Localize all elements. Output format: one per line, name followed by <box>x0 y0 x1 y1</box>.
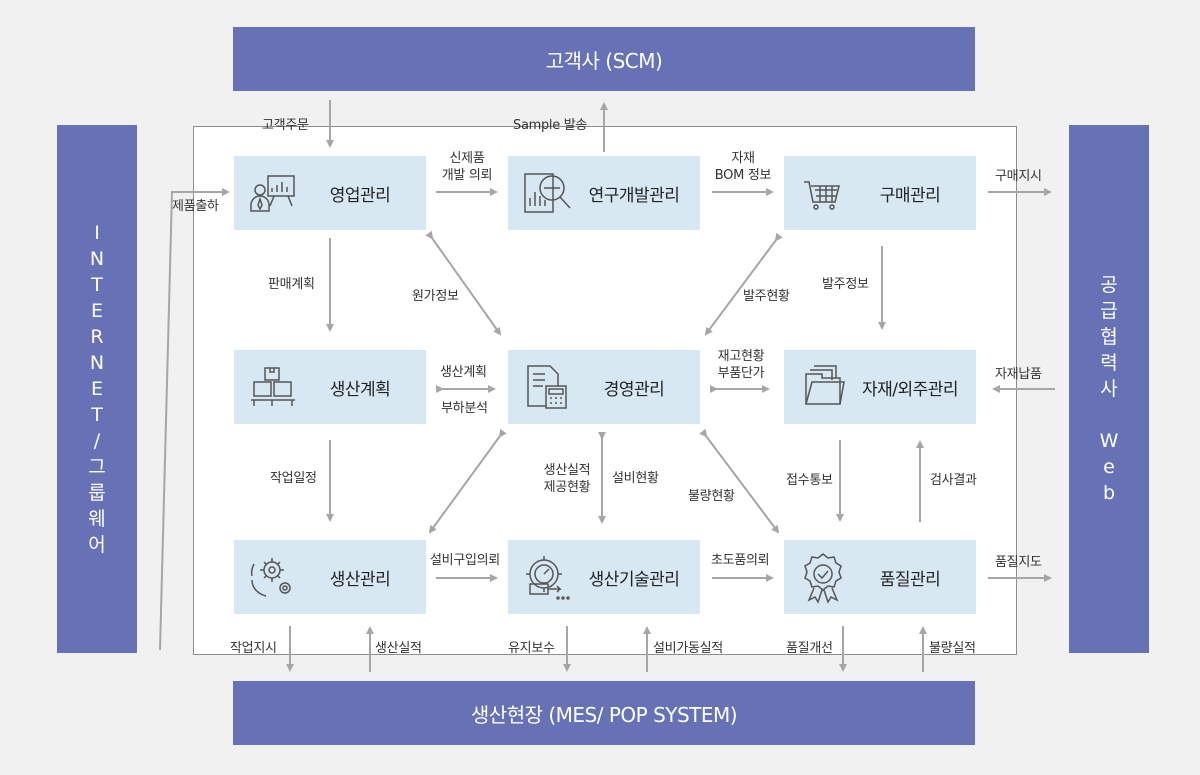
label-equipment-operation: 설비가동실적 <box>653 641 723 656</box>
supplier-web-char: b <box>1102 482 1116 504</box>
internet-groupware-char: T <box>91 274 103 296</box>
label-stock-status: 재고현황 <box>717 349 765 364</box>
label-receipt-notice: 접수통보 <box>786 473 833 488</box>
business-management-label: 경영관리 <box>603 379 665 400</box>
supplier-web-char: W <box>1099 430 1119 452</box>
internet-groupware-char: E <box>90 378 103 400</box>
label-bom-info: BOM 정보 <box>714 168 772 183</box>
label-stock-price: 재고현황 부품단가 <box>712 348 770 382</box>
label-result-wip: 생산실적 제공현황 <box>538 462 596 496</box>
production-plan-label: 생산계획 <box>329 379 391 400</box>
material-outsourcing-label: 자재/외주관리 <box>861 379 959 400</box>
rnd-management-box: 연구개발관리 <box>508 156 700 230</box>
arrow-defect-status <box>699 428 780 534</box>
label-load-analysis: 부하분석 <box>441 401 488 416</box>
label-unit-price: 부품단가 <box>717 366 765 381</box>
internet-groupware-char: I <box>94 222 100 244</box>
purchase-management-label: 구매관리 <box>879 185 941 206</box>
internet-groupware-char: E <box>90 300 103 322</box>
internet-groupware-char: T <box>91 404 103 426</box>
customer-scm-bar: 고객사 (SCM) <box>233 27 975 91</box>
supplier-web-char: 력 <box>1100 352 1118 374</box>
label-purchase-order: 구매지시 <box>995 169 1042 184</box>
label-quality-improve: 품질개선 <box>786 641 833 656</box>
label-sales-plan: 판매계획 <box>268 277 315 292</box>
award-badge-icon <box>804 553 842 604</box>
label-wip-status: 제공현황 <box>543 480 591 495</box>
internet-groupware-char: N <box>89 248 105 270</box>
supplier-web-char: 협 <box>1100 326 1118 348</box>
label-inspection-result: 검사결과 <box>930 473 977 488</box>
boxes-icon <box>251 367 295 406</box>
rnd-management-label: 연구개발관리 <box>588 185 680 206</box>
label-dev-request: 개발 의뢰 <box>441 168 493 183</box>
label-product-ship: 제품출하 <box>172 199 219 214</box>
label-production-result: 생산실적 <box>543 463 591 478</box>
arrow-order-status <box>704 232 783 336</box>
label-new-product-request: 신제품 개발 의뢰 <box>438 150 496 184</box>
label-production-result-bottom: 생산실적 <box>375 641 422 656</box>
arrow-mgmt-production <box>428 428 507 534</box>
label-material-bom: 자재 BOM 정보 <box>708 150 778 184</box>
internet-groupware-char: R <box>90 326 104 348</box>
gears-hand-icon <box>250 558 291 597</box>
label-order-info: 발주정보 <box>822 277 869 292</box>
label-work-schedule: 작업일정 <box>270 471 317 486</box>
label-customer-order: 고객주문 <box>262 118 309 133</box>
production-site-label: 생산현장 (MES/ POP SYSTEM) <box>470 702 738 727</box>
production-tech-box: 생산기술관리 <box>508 540 700 614</box>
label-defect-status: 불량현황 <box>688 489 735 504</box>
label-material: 자재 <box>731 151 755 166</box>
sales-management-box: 영업관리 <box>234 156 426 230</box>
magnifier-chart-icon <box>524 173 571 213</box>
label-order-status: 발주현황 <box>743 289 790 304</box>
internet-groupware-char: 룹 <box>88 482 106 504</box>
label-work-order: 작업지시 <box>230 641 277 656</box>
internet-groupware-char: N <box>89 352 105 374</box>
label-maintenance: 유지보수 <box>508 641 555 656</box>
label-quality-guidance: 품질지도 <box>995 555 1042 570</box>
supplier-web-char: 급 <box>1100 300 1118 322</box>
document-calculator-icon <box>527 365 567 409</box>
production-tech-label: 생산기술관리 <box>588 569 680 590</box>
label-equipment-status: 설비현황 <box>612 471 659 486</box>
gear-gauge-icon <box>526 556 570 600</box>
supplier-web-char: e <box>1103 456 1115 478</box>
label-cost-info: 원가정보 <box>412 289 459 304</box>
internet-groupware-char: / <box>93 430 101 452</box>
purchase-management-box: 구매관리 <box>784 156 976 230</box>
quality-management-box: 품질관리 <box>784 540 976 614</box>
shopping-cart-icon <box>804 181 840 210</box>
production-site-bar: 생산현장 (MES/ POP SYSTEM) <box>233 681 975 745</box>
label-defect-result: 불량실적 <box>929 641 976 656</box>
internet-groupware-char: 웨 <box>88 508 106 530</box>
production-management-box: 생산관리 <box>234 540 426 614</box>
internet-groupware-char: 어 <box>88 534 106 556</box>
internet-groupware-char: 그 <box>88 456 106 478</box>
business-management-box: 경영관리 <box>508 350 700 424</box>
label-initial-product: 초도품의뢰 <box>711 553 770 568</box>
material-outsourcing-box: 자재/외주관리 <box>784 350 976 424</box>
label-equipment-purchase: 설비구입의뢰 <box>430 553 500 568</box>
folder-documents-icon <box>805 365 845 405</box>
label-sample-ship: Sample 발송 <box>513 118 588 133</box>
production-plan-box: 생산계획 <box>234 350 426 424</box>
label-material-delivery: 자재납품 <box>995 367 1042 382</box>
quality-management-label: 품질관리 <box>879 569 941 590</box>
presentation-icon <box>250 175 295 212</box>
arrow-product-ship <box>159 188 230 651</box>
supplier-web-char: 사 <box>1100 378 1118 400</box>
supplier-web-char: 공 <box>1100 274 1118 296</box>
label-new-product: 신제품 <box>449 151 485 166</box>
production-management-label: 생산관리 <box>329 569 391 590</box>
sales-management-label: 영업관리 <box>329 185 391 206</box>
label-production-plan: 생산계획 <box>440 365 487 380</box>
customer-scm-label: 고객사 (SCM) <box>545 48 663 73</box>
arrow-cost-info <box>425 230 502 336</box>
